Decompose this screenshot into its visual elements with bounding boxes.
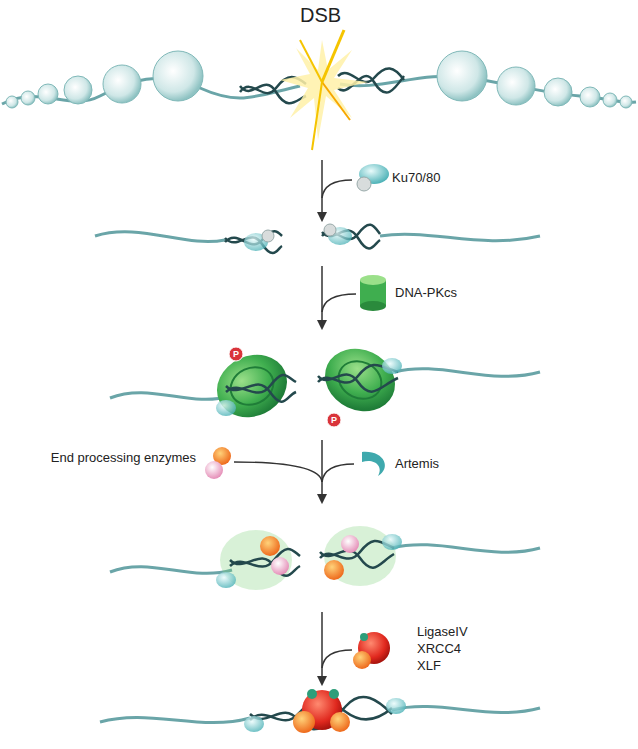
protein-label: XRCC4 bbox=[417, 641, 461, 657]
xrcc4 bbox=[353, 651, 371, 669]
joining-arrow bbox=[234, 462, 322, 482]
dna-strand bbox=[240, 85, 306, 103]
dna-pkcs-icon bbox=[360, 275, 386, 311]
chromatin-strand bbox=[110, 567, 232, 574]
nucleosome bbox=[620, 96, 632, 108]
dna-pk-complex bbox=[110, 338, 540, 429]
enzyme-blob bbox=[271, 557, 289, 575]
ku-ring bbox=[382, 534, 402, 550]
ku-ring bbox=[382, 358, 402, 374]
xlf bbox=[329, 689, 339, 699]
break-spark bbox=[280, 30, 368, 150]
chromatin-strand bbox=[392, 545, 540, 553]
dna-pkcs bbox=[207, 344, 298, 429]
dna-strand bbox=[318, 375, 398, 392]
dna-pkcs bbox=[315, 338, 406, 423]
nucleosome bbox=[64, 76, 92, 104]
xrcc4 bbox=[293, 711, 315, 733]
chromatin-strand bbox=[380, 234, 540, 241]
cylinder-top bbox=[360, 275, 386, 285]
ku-ring bbox=[216, 572, 236, 588]
spark-burst bbox=[280, 40, 368, 140]
ku-ring bbox=[216, 400, 236, 416]
spark-ray bbox=[300, 40, 322, 82]
chromatin-strand bbox=[392, 707, 540, 713]
ligase-complex-icon bbox=[353, 632, 390, 669]
joining-arrow bbox=[322, 650, 352, 668]
ku-bound-ends bbox=[95, 224, 540, 253]
chromatin-strand bbox=[110, 393, 230, 400]
enzyme-blob bbox=[260, 536, 280, 556]
joining-arrow bbox=[322, 464, 354, 482]
phosphate-mark bbox=[327, 413, 341, 427]
ku-ring bbox=[386, 698, 406, 714]
nucleosome bbox=[6, 96, 18, 108]
enzyme-blob bbox=[324, 560, 344, 580]
phosphate-label: P bbox=[233, 348, 239, 360]
nucleosome bbox=[153, 51, 203, 101]
enzyme-blob bbox=[341, 535, 359, 553]
artemis-icon bbox=[362, 452, 385, 476]
cylinder-base bbox=[360, 301, 386, 311]
chromatin-strand bbox=[395, 369, 540, 377]
end-processing-stage bbox=[110, 526, 540, 590]
nucleosome bbox=[437, 51, 487, 101]
xlf bbox=[360, 633, 368, 641]
step-arrow bbox=[321, 266, 323, 328]
protein-label: LigaseIV bbox=[417, 624, 468, 640]
joining-arrow bbox=[322, 294, 356, 312]
nucleosome bbox=[103, 65, 141, 103]
step-arrow bbox=[321, 440, 323, 502]
ku-ring bbox=[324, 224, 336, 236]
phosphate-label: P bbox=[331, 414, 337, 426]
ku-ring bbox=[244, 716, 264, 732]
ku-icon bbox=[357, 164, 389, 191]
nucleosome bbox=[21, 91, 35, 105]
protein-label: XLF bbox=[417, 658, 441, 674]
nucleosome bbox=[603, 93, 617, 107]
enzyme-blob bbox=[205, 461, 223, 479]
end-processing-icon bbox=[205, 447, 231, 479]
dna-strand bbox=[230, 559, 300, 576]
chromatin-strand bbox=[2, 78, 300, 104]
protein-label: DNA-PKcs bbox=[395, 285, 457, 301]
step-arrow bbox=[321, 612, 323, 684]
chromatin-strand bbox=[100, 717, 250, 722]
ligated-dna bbox=[100, 689, 540, 733]
protein-label: Ku70/80 bbox=[392, 170, 440, 186]
nucleosome bbox=[580, 87, 600, 107]
spark-ray bbox=[322, 30, 344, 82]
protein-label: End processing enzymes bbox=[40, 450, 196, 466]
nucleosome bbox=[38, 84, 58, 104]
xrcc4 bbox=[330, 712, 350, 732]
dna-strand bbox=[226, 385, 296, 402]
nucleosome bbox=[544, 78, 572, 106]
xlf bbox=[307, 689, 317, 699]
joining-arrow bbox=[322, 180, 352, 198]
phosphate-mark bbox=[229, 347, 243, 361]
chromatin-strand bbox=[95, 232, 225, 242]
step-arrow bbox=[321, 160, 323, 220]
ku-ring bbox=[262, 230, 274, 242]
spark-ray bbox=[322, 82, 350, 120]
nucleosome bbox=[497, 67, 535, 105]
protein-label: Artemis bbox=[395, 456, 439, 472]
spark-ray bbox=[312, 82, 322, 150]
ku80-subunit bbox=[357, 177, 371, 191]
dna-pkcs-ring bbox=[332, 354, 387, 405]
break-label: DSB bbox=[300, 4, 341, 27]
